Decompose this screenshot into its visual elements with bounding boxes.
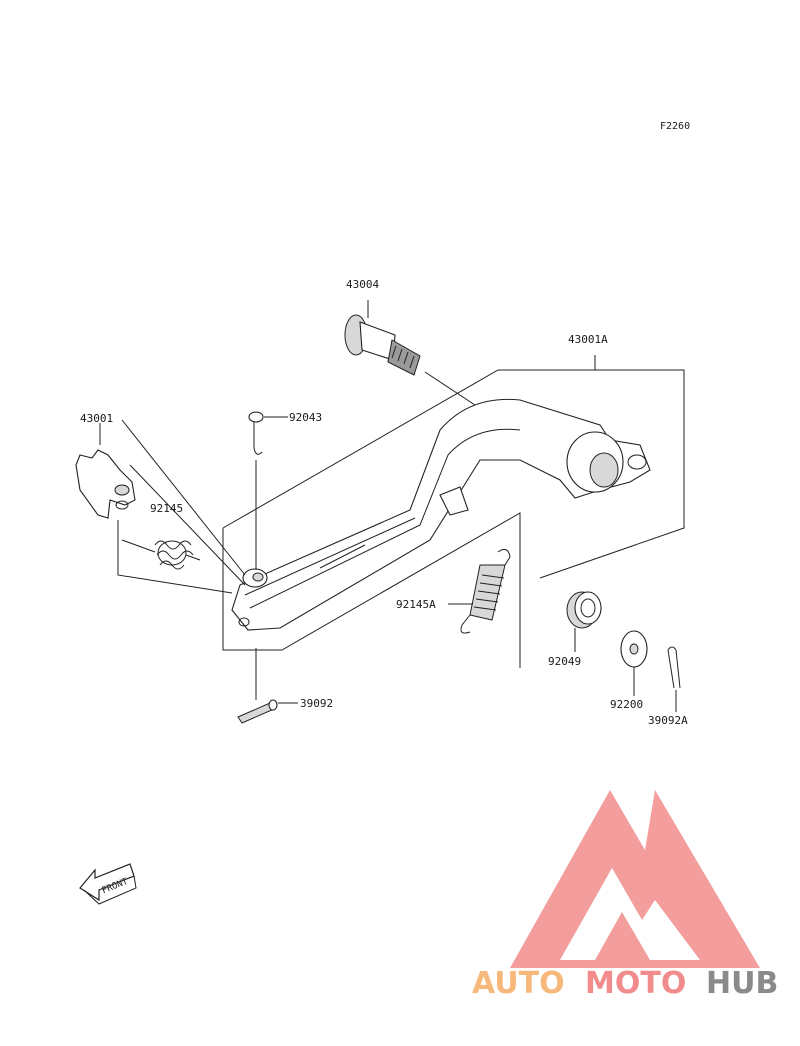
- spring-92145A[interactable]: [448, 548, 511, 634]
- watermark-text: AUTO MOTO HUB: [472, 966, 778, 1001]
- front-arrow-icon: FRONT: [79, 863, 137, 905]
- label-92043: 92043: [289, 411, 322, 424]
- label-92200: 92200: [610, 698, 643, 711]
- label-39092: 39092: [300, 697, 333, 710]
- brake-pedal-43001A[interactable]: [231, 398, 651, 631]
- label-92145A: 92145A: [396, 598, 436, 611]
- assembly-frame: [222, 355, 685, 668]
- watermark-moto: MOTO: [585, 966, 686, 1001]
- label-39092A: 39092A: [648, 714, 688, 727]
- label-43004: 43004: [346, 278, 379, 291]
- watermark-logo-icon: [510, 790, 760, 968]
- pivot-bolt-43004[interactable]: [344, 300, 479, 408]
- seal-92049[interactable]: [566, 591, 602, 652]
- cotter-pin-92043[interactable]: [248, 411, 288, 570]
- washer-92200[interactable]: [620, 630, 648, 696]
- cotter-pin-39092A[interactable]: [667, 646, 681, 712]
- label-92049: 92049: [548, 655, 581, 668]
- watermark-hub: HUB: [706, 966, 778, 1001]
- lever-43001[interactable]: [75, 419, 246, 586]
- diagram-code: F2260: [660, 121, 690, 132]
- pin-39092[interactable]: [237, 648, 298, 724]
- label-43001A: 43001A: [568, 333, 608, 346]
- watermark-auto: AUTO: [472, 966, 565, 1001]
- spring-92145[interactable]: [117, 520, 233, 594]
- label-92145: 92145: [150, 502, 183, 515]
- label-43001: 43001: [80, 412, 113, 425]
